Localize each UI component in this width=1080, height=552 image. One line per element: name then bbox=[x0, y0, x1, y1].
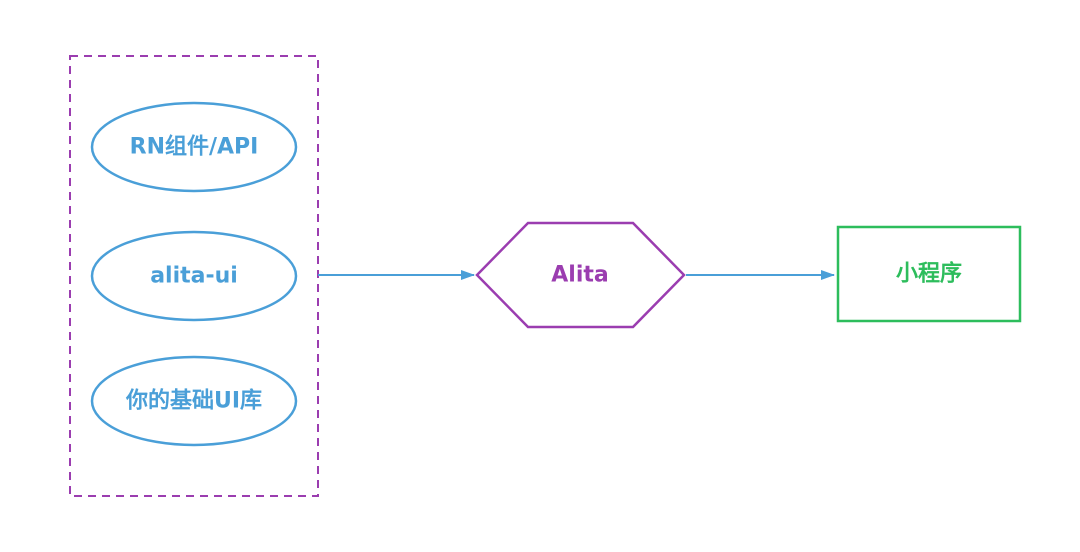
source-node-base-ui-lib: 你的基础UI库 bbox=[90, 355, 298, 447]
center-node-alita-label: Alita bbox=[551, 263, 608, 288]
source-node-rn-api-label: RN组件/API bbox=[130, 134, 259, 160]
target-node-miniprogram-label: 小程序 bbox=[896, 261, 962, 287]
center-node-alita: Alita bbox=[475, 221, 686, 329]
source-node-alita-ui-label: alita-ui bbox=[150, 264, 238, 289]
source-node-alita-ui: alita-ui bbox=[90, 230, 298, 322]
source-node-base-ui-lib-label: 你的基础UI库 bbox=[125, 388, 262, 414]
source-node-rn-api: RN组件/API bbox=[90, 101, 298, 193]
target-node-miniprogram: 小程序 bbox=[836, 225, 1022, 323]
